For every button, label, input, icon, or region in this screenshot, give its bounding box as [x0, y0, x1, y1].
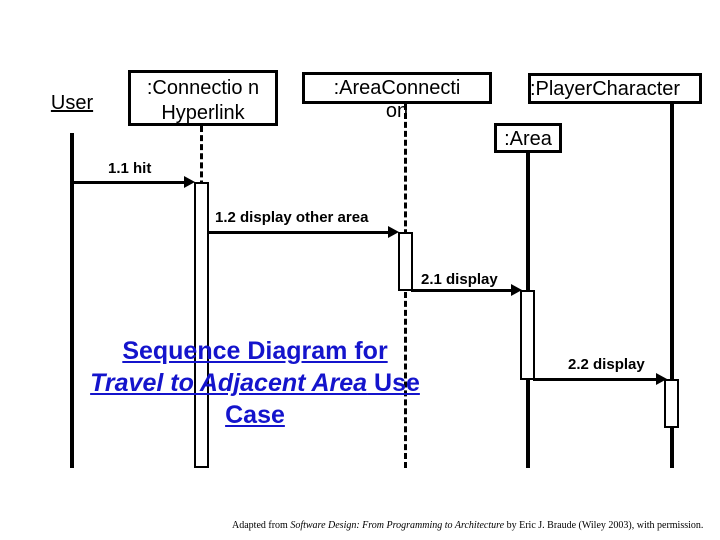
- message-line-4: [533, 378, 661, 381]
- activation-area-connection: [398, 232, 413, 291]
- footer-prefix: Adapted from: [232, 520, 291, 531]
- footer-credit: Adapted from Software Design: From Progr…: [232, 520, 703, 531]
- footer-suffix: by Eric J. Braude (Wiley 2003), with per…: [504, 520, 704, 531]
- participant-label-connection-hyperlink: :Connectio n Hyperlink: [146, 77, 260, 124]
- participant-label-player-character: :PlayerCharacter: [529, 78, 681, 100]
- message-label-3: 2.1 display: [421, 271, 498, 288]
- message-arrowhead-1: [184, 176, 195, 188]
- participant-header-area-connection: :AreaConnecti on: [302, 72, 492, 122]
- participant-header-player-character: :PlayerCharacter: [528, 73, 702, 104]
- participant-header-area: :Area: [494, 123, 562, 153]
- participant-label-area-connection: :AreaConnecti on: [333, 77, 461, 122]
- participant-label-area: :Area: [504, 128, 552, 150]
- message-line-1: [72, 181, 189, 184]
- activation-player-character: [664, 379, 679, 428]
- message-line-3: [411, 289, 516, 292]
- diagram-title-line-1: Sequence Diagram for: [122, 337, 388, 365]
- lifeline-user: [70, 133, 74, 468]
- message-arrowhead-3: [511, 284, 522, 296]
- lifeline-player-character: [670, 104, 674, 468]
- footer-book-title: Software Design: From Programming to Arc…: [290, 520, 505, 531]
- participant-header-user: User: [40, 92, 104, 115]
- diagram-title-line-2-rest: Use: [367, 369, 420, 397]
- message-label-2: 1.2 display other area: [215, 209, 369, 226]
- message-label-4: 2.2 display: [568, 356, 645, 373]
- message-label-1: 1.1 hit: [108, 160, 152, 177]
- message-arrowhead-4: [656, 373, 667, 385]
- participant-label-user: User: [50, 92, 94, 114]
- diagram-title-line-3: Case: [225, 401, 285, 429]
- activation-area: [520, 290, 535, 380]
- message-line-2: [207, 231, 393, 234]
- message-arrowhead-2: [388, 226, 399, 238]
- diagram-title-line-2-italic: Travel to Adjacent Area: [90, 369, 368, 397]
- participant-header-connection-hyperlink: :Connectio n Hyperlink: [128, 70, 278, 126]
- diagram-title: Sequence Diagram for Travel to Adjacent …: [60, 335, 450, 431]
- activation-connection-hyperlink: [194, 182, 209, 468]
